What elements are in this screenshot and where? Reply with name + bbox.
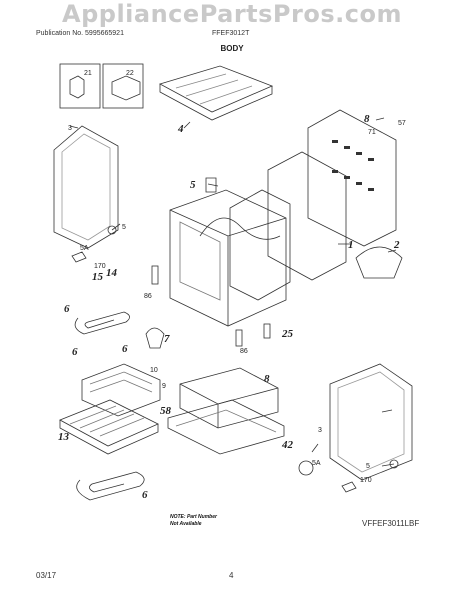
callout-3: 3: [68, 125, 72, 132]
callout-5-right: 5: [366, 463, 370, 470]
part-170-bracket-left: [71, 251, 87, 263]
broil-element: [74, 311, 130, 335]
callout-170: 170: [94, 263, 106, 270]
publication-number: Publication No. 5995665921: [36, 30, 124, 37]
part-2-bracket: [355, 246, 403, 279]
callout-1: 1: [348, 239, 354, 251]
note-line-2: Not Available: [170, 521, 202, 527]
top-panel: [158, 65, 274, 113]
back-wall: [267, 151, 347, 281]
broil-pan: [81, 363, 161, 417]
callout-5: 5: [190, 179, 196, 191]
part-86-leg: [151, 265, 159, 285]
part-5-screw-right: [389, 459, 399, 469]
bake-element: [76, 471, 145, 501]
callout-86: 86: [144, 293, 152, 300]
callout-86-b: 86: [240, 348, 248, 355]
oven-rack: [59, 399, 159, 447]
part-5-screw: [107, 225, 117, 235]
part-21-frame: [59, 63, 101, 109]
drawer-rack: [167, 399, 285, 455]
front-frame: [229, 189, 291, 301]
callout-25: 25: [281, 328, 294, 340]
drawer: [179, 367, 279, 429]
callout-5a: 5A: [80, 245, 89, 252]
note-line-1: NOTE: Part Number: [170, 514, 217, 520]
callout-14: 14: [106, 267, 118, 279]
footer-date: 03/17: [36, 571, 57, 580]
callout-58: 58: [160, 405, 172, 417]
note-block: NOTE: Part Number Not Available: [170, 514, 217, 528]
part-21-drawing: [69, 75, 85, 99]
side-panel-left: [53, 125, 119, 249]
callout-13: 13: [58, 431, 70, 443]
callout-6-c: 6: [122, 343, 128, 355]
part-5-pin: [205, 177, 217, 193]
rear-panel: [307, 109, 397, 247]
callout-2: 2: [393, 239, 400, 251]
part-25: [263, 323, 271, 339]
callout-5-left: 5: [122, 224, 126, 231]
oven-body: [169, 189, 287, 327]
watermark: AppliancePartsPros.com: [62, 0, 402, 28]
callout-21: 21: [84, 70, 92, 77]
callout-170-right: 170: [360, 477, 372, 484]
part-86-leg-b: [235, 329, 243, 347]
diagram-code: VFFEF3011LBF: [362, 519, 420, 528]
part-22-frame: [102, 63, 144, 109]
callout-4: 4: [177, 123, 184, 135]
callout-10: 10: [150, 367, 158, 374]
callout-42: 42: [281, 439, 294, 451]
page-number: 4: [229, 571, 234, 580]
callout-8-drawer: 8: [264, 373, 270, 385]
model-number: FFEF3012T: [212, 30, 250, 37]
callout-3-right: 3: [318, 427, 322, 434]
callout-6-b: 6: [72, 346, 78, 358]
part-7-switch: [145, 327, 165, 349]
callout-6: 6: [64, 303, 70, 315]
part-22-drawing: [111, 75, 141, 101]
callout-7: 7: [164, 333, 170, 345]
callout-22: 22: [126, 70, 134, 77]
callout-71: 71: [368, 129, 376, 136]
callout-57: 57: [398, 120, 406, 127]
callout-8: 8: [364, 113, 370, 125]
leveling-leg: [298, 460, 314, 476]
callout-15: 15: [92, 271, 104, 283]
wire-harness: [199, 217, 281, 240]
callout-6-bake: 6: [142, 489, 148, 501]
callout-5a-right: 5A: [312, 460, 321, 467]
part-170-bracket: [341, 481, 357, 493]
section-title: BODY: [220, 44, 244, 53]
side-panel-right: [329, 363, 413, 481]
callout-9: 9: [162, 383, 166, 390]
